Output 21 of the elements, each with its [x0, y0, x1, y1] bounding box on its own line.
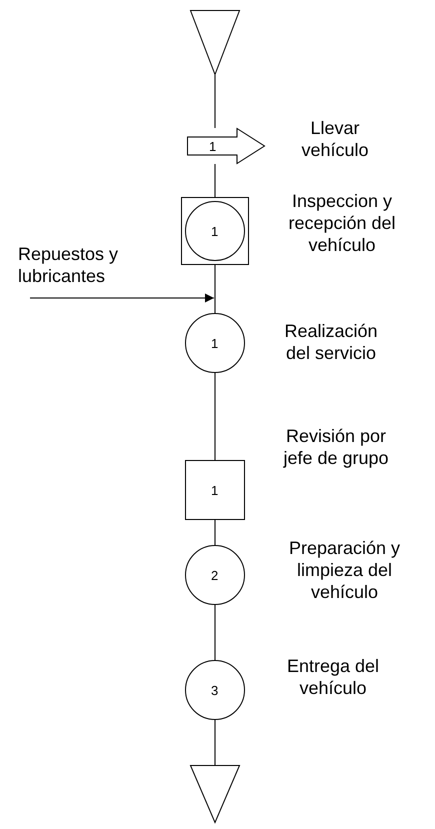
- connector-line: [214, 520, 216, 546]
- step-number: 1: [209, 138, 216, 154]
- step-description: Realización del servicio: [283, 320, 379, 364]
- step-description: Entrega del vehículo: [286, 655, 380, 699]
- step-description: Inspeccion y recepción del vehículo: [287, 190, 397, 256]
- step-number: 2: [211, 568, 218, 582]
- step-number: 1: [211, 224, 218, 238]
- step-number: 1: [211, 336, 218, 350]
- step-description: Llevar vehículo: [300, 117, 370, 161]
- step-description: Revisión por jefe de grupo: [282, 425, 390, 469]
- step-number: 3: [211, 682, 218, 698]
- step-description: Preparación y limpieza del vehículo: [288, 537, 402, 603]
- connector-line: [214, 372, 216, 460]
- connector-line: [214, 264, 216, 314]
- connector-line: [214, 604, 216, 660]
- input-label: Repuestos y lubricantes: [18, 243, 120, 287]
- connector-line: [214, 74, 216, 128]
- connector-line: [214, 720, 216, 766]
- arrow: [30, 294, 214, 302]
- connector-line: [214, 164, 216, 198]
- step-number: 1: [211, 482, 218, 498]
